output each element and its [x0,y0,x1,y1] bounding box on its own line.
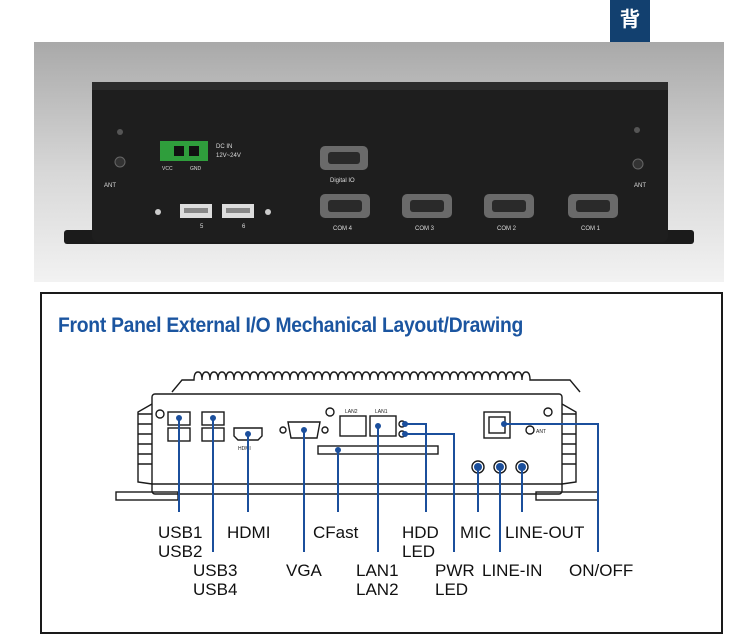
hdmi-port [233,427,263,441]
com1-label: COM 1 [581,226,601,232]
callout-vga-text: VGA [286,561,322,580]
antenna-hole-icon [632,158,644,170]
tab-char-1: 背 [620,7,640,31]
callout-line-out-text: LINE-OUT [505,523,585,542]
screw-icon [325,407,335,417]
digital-io-label: Digital IO [330,178,355,184]
callout-usb2: USB2 [158,542,203,561]
rear-panel-illustration: DC IN 12V~24V VCC GND ANT ANT Digital IO… [64,82,694,244]
callout-onoff: ON/OFF [569,561,633,580]
usb6-label: 6 [242,224,246,230]
dc-in-label: DC IN [216,144,232,150]
com4-label: COM 4 [333,226,353,232]
callout-hdd-led-text: LED [402,542,436,561]
rear-panel-photo: DC IN 12V~24V VCC GND ANT ANT Digital IO… [34,42,724,282]
vcc-label: VCC [162,166,173,172]
callout-usb1: USB1 [158,523,203,542]
callout-pwr-led-text: LED [435,580,469,599]
com3-label: COM 3 [415,226,435,232]
callout-hdmi-text: HDMI [227,523,271,542]
gnd-label: GND [190,166,202,172]
callout-line-onoff [504,423,599,552]
callout-usb3: USB3 [193,561,238,580]
foot-right [535,491,599,501]
callout-lan: LAN1 LAN2 [356,561,399,599]
callout-line-hdd [405,423,427,512]
callout-line-pwr [405,433,455,552]
front-panel-schematic: LAN2 LAN1 HDMI ANT [115,371,599,552]
drawing-title: Front Panel External I/O Mechanical Layo… [58,314,524,337]
panel-label-lan2: LAN2 [345,409,358,415]
callout-usb34: USB3 USB4 [193,561,237,599]
callout-mic: MIC [460,523,491,542]
callout-line-in: LINE-IN [482,561,542,580]
lan2-port [339,415,367,437]
screw-icon [155,409,165,419]
foot-left [115,491,179,501]
dc-range-label: 12V~24V [216,153,241,159]
com2-label: COM 2 [497,226,517,232]
vga-port [287,421,321,439]
callout-lan1: LAN1 [356,561,399,580]
antenna-hole-icon [525,425,535,435]
callout-pwr-led: PWR LED [435,561,475,599]
callout-usb12: USB1 USB2 [158,523,202,561]
panel-label-ant: ANT [536,429,546,435]
screw-icon [634,127,640,133]
panel-label-lan1: LAN1 [375,409,388,415]
panel-label-hdmi: HDMI [238,446,251,452]
callout-line-out: LINE-OUT [505,523,584,542]
callout-vga: VGA [286,561,322,580]
screw-icon [543,407,553,417]
front-panel-drawing: Front Panel External I/O Mechanical Layo… [40,292,723,634]
callout-hdmi: HDMI [227,523,270,542]
lan1-port [369,415,397,437]
heatsink-fins [171,371,581,393]
callout-hdd-text: HDD [402,523,439,542]
callout-lan2: LAN2 [356,580,399,599]
ant-label-left: ANT [104,183,116,189]
callout-onoff-text: ON/OFF [569,561,634,580]
callout-line-in-text: LINE-IN [482,561,543,580]
antenna-hole-icon [114,156,126,168]
screw-icon [117,129,123,135]
callout-hdd-led: HDD LED [402,523,439,561]
callout-mic-text: MIC [460,523,492,542]
usb5-label: 5 [200,224,204,230]
callout-usb4: USB4 [193,580,238,599]
ant-label-right: ANT [634,183,646,189]
callout-cfast: CFast [313,523,358,542]
callout-pwr-text: PWR [435,561,475,580]
callout-cfast-text: CFast [313,523,359,542]
